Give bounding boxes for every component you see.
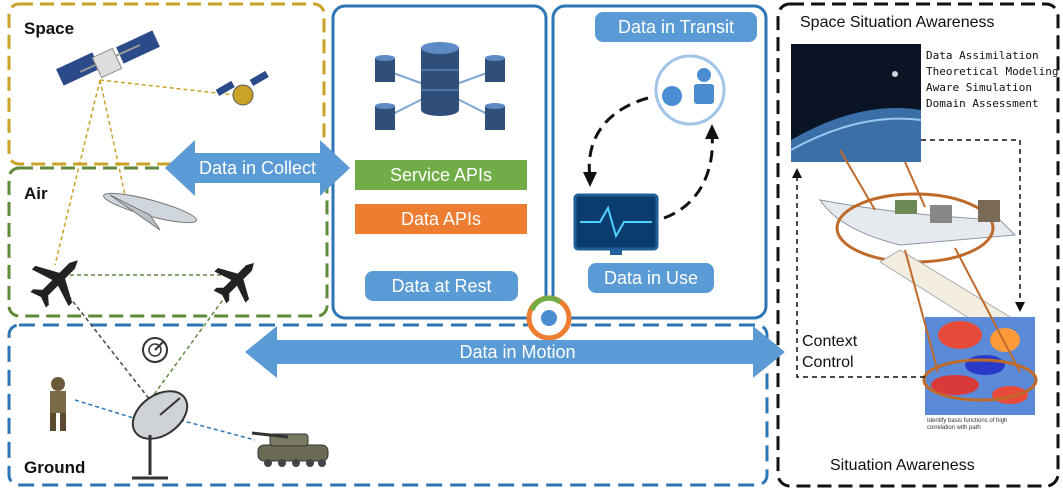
airplane-left-icon [30,260,78,308]
uav-icon [103,192,197,231]
space-label: Space [24,19,75,38]
data-at-rest-label: Data at Rest [365,271,518,301]
service-apis-bar: Service APIs [355,160,527,190]
radar-icon [142,337,168,363]
tank-icon [251,431,329,467]
sync-icon [526,295,572,341]
collect-label: Data in Collect [198,157,317,178]
ssa-item: Domain Assessment [926,97,1039,110]
soldier-icon [50,377,66,431]
context-control-line: Context [802,333,858,350]
space-region-border [7,2,326,166]
data-in-transit-label: Data in Transit [595,12,757,42]
data-transit-cycle-icon [654,54,726,126]
ssa-item: Theoretical Modeling [926,65,1059,78]
ssa-panel-border [776,2,1060,488]
earth-orbit-image [790,44,922,162]
small-satellite-icon [215,70,269,106]
ssa-title: Space Situation Awareness [800,14,995,31]
airplane-right-icon [213,263,254,304]
context-control-line: Control [802,354,854,371]
data-in-use-label: Data in Use [588,263,714,293]
air-label: Air [24,184,48,203]
motion-label: Data in Motion [459,341,576,362]
ground-region-border [7,323,769,487]
ssa-item-list: Data Assimilation Theoretical Modeling A… [926,48,1058,112]
collect-arrow [165,140,350,196]
transit-panel-border [551,4,768,320]
heatmap-caption: Identify basis functions of high correla… [927,418,1008,431]
situation-awareness-label: Situation Awareness [830,457,975,474]
monitor-icon [573,193,659,255]
ssa-item: Data Assimilation [926,49,1039,62]
heatmap-image [922,317,1038,415]
satellite-icon [56,30,160,86]
satellite-dish-icon [131,390,189,480]
aircraft-sensor-image [818,192,1017,326]
motion-arrow [245,326,785,378]
context-control-label: Context Control [802,331,857,373]
ground-label: Ground [24,458,86,477]
ssa-item: Aware Simulation [926,81,1032,94]
database-cluster-icon [375,42,505,130]
data-apis-bar: Data APIs [355,204,527,234]
